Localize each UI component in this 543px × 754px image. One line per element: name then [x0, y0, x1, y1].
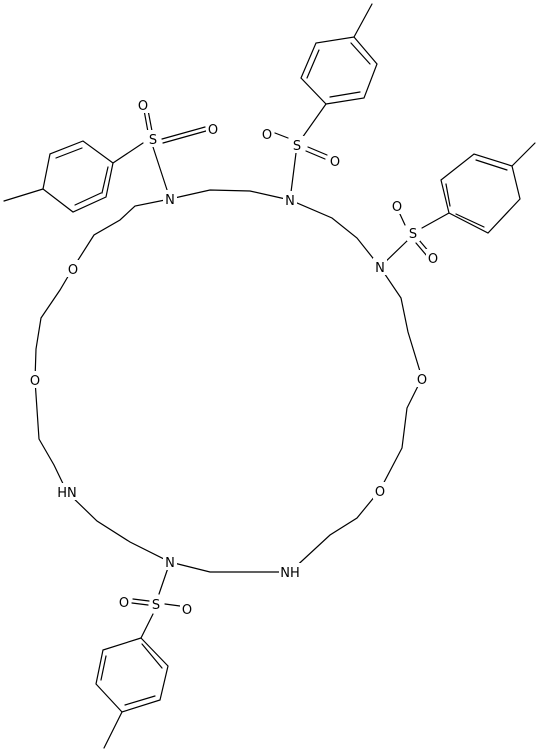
bond-s4-o-a2 — [131, 602, 149, 606]
atom-n3: N — [373, 258, 387, 276]
atom-ts4-s: S — [150, 595, 163, 613]
ring-ts2-db1 — [329, 91, 361, 98]
bond-s1-o-b2 — [162, 130, 207, 144]
atom-o2-label: O — [30, 374, 40, 389]
atom-ts2-s-label: S — [293, 139, 301, 154]
atom-o4: O — [373, 482, 387, 500]
bond-ts1-methyl — [3, 188, 44, 202]
bond-s4-o-a — [132, 598, 150, 602]
atom-nh1-label: HN — [57, 486, 77, 501]
atom-ts1-o2: O — [206, 120, 220, 138]
ring-backbone-top — [34, 189, 423, 573]
ring-ts1-db1 — [74, 192, 102, 206]
atom-ts3-s-label: S — [409, 227, 417, 242]
ring-ts3-db2 — [475, 159, 508, 171]
atom-o4-label: O — [375, 485, 385, 500]
atom-n4: N — [163, 553, 177, 571]
ring-ts4 — [95, 637, 169, 713]
bond-s4-o-b — [164, 603, 181, 607]
atom-ts1-s: S — [147, 130, 160, 148]
ring-ts4-db2 — [124, 695, 156, 706]
bond-s2-o-a — [274, 132, 289, 139]
bond-s3-ring — [421, 212, 450, 229]
bond-s2-o-b2 — [305, 150, 326, 160]
atom-ts1-s-label: S — [149, 133, 157, 148]
bond-s1-o-a — [143, 109, 149, 133]
atom-o1-label: O — [68, 263, 78, 278]
bonds — [3, 3, 536, 749]
ring-ts4-db1 — [100, 655, 107, 681]
atom-n3-label: N — [375, 261, 385, 276]
atom-ts1-o1: O — [136, 96, 150, 114]
ring-ts3-db1 — [455, 213, 485, 228]
bond-s1-o-a2 — [147, 109, 153, 132]
bond-s2-ring — [301, 103, 327, 139]
ring-ts1 — [42, 140, 114, 213]
bond-ts2-methyl — [353, 3, 373, 38]
atom-ts3-o1: O — [390, 197, 404, 215]
atom-ts2-s: S — [291, 136, 304, 154]
bond-s4-ring — [140, 613, 154, 639]
ring-ts4-db3 — [141, 643, 163, 669]
atom-ts4-o1: O — [117, 593, 131, 611]
atom-n4-label: N — [165, 556, 175, 571]
ring-ts2 — [300, 36, 378, 105]
atom-n1: N — [163, 190, 177, 208]
ring-ts2-db2 — [350, 42, 371, 65]
atom-ts2-o1: O — [260, 125, 274, 143]
atom-nh1: HN — [56, 483, 78, 501]
ring-ts2-db3 — [306, 49, 320, 79]
atom-ts1-o2-label: O — [208, 123, 218, 138]
atom-ts3-s: S — [407, 224, 420, 242]
atom-o2: O — [28, 371, 42, 389]
bond-ts4-methyl — [103, 711, 123, 749]
bond-s1-o-b — [161, 126, 206, 140]
atom-ts2-o2-label: O — [330, 155, 340, 170]
atom-n2: N — [283, 191, 297, 209]
atom-o1: O — [66, 260, 80, 278]
bond-s3-o-b2 — [415, 242, 428, 257]
atom-o3-label: O — [417, 373, 427, 388]
atom-ts4-s-label: S — [152, 598, 160, 613]
bond-s2-o-b — [307, 146, 328, 156]
ring-ts1-db3 — [101, 166, 109, 194]
atom-ts2-o2: O — [328, 152, 342, 170]
ring-ts3 — [440, 153, 521, 234]
atom-n1-label: N — [165, 193, 175, 208]
atom-ts1-o1-label: O — [138, 99, 148, 114]
atom-ts4-o1-label: O — [119, 596, 129, 611]
atom-ts3-o2: O — [426, 249, 440, 267]
ring-ts3-db3 — [445, 183, 451, 207]
atom-ts3-o2-label: O — [428, 252, 438, 267]
atom-nh2: NH — [279, 563, 301, 581]
atom-ts3-o1-label: O — [392, 200, 402, 215]
atom-ts4-o2: O — [180, 600, 194, 618]
atom-n2-label: N — [285, 194, 295, 209]
atom-nh2-label: NH — [280, 566, 300, 581]
bond-s1-ring — [112, 142, 144, 164]
atom-labels: N N N N HN NH O O — [28, 96, 440, 618]
atom-ts2-o1-label: O — [262, 128, 272, 143]
atom-o3: O — [415, 370, 429, 388]
atom-ts4-o2-label: O — [182, 603, 192, 618]
bond-s3-o-a — [398, 211, 406, 226]
bond-ts3-methyl — [511, 142, 536, 167]
ring-ts1-db2 — [55, 147, 83, 159]
